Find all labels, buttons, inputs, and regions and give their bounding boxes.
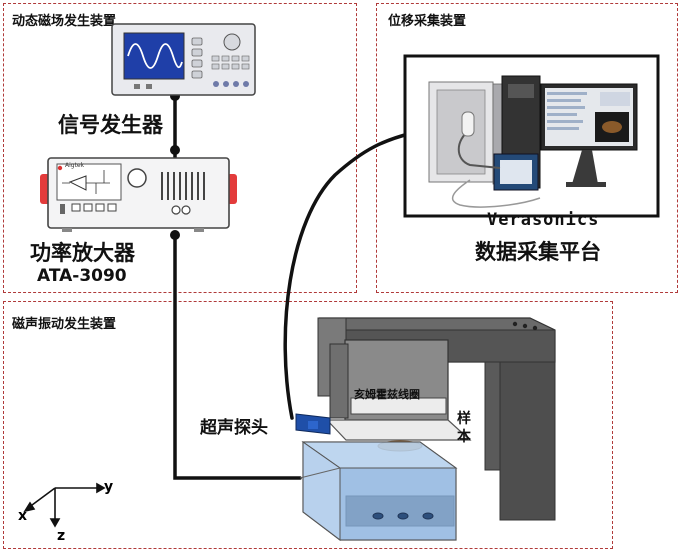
power-amplifier-model: ATA-3090: [37, 266, 127, 286]
data-platform-device: [403, 54, 660, 218]
probe-label: 超声探头: [200, 418, 268, 438]
region-displacement: [376, 3, 678, 293]
power-amplifier-device: [40, 157, 237, 232]
power-amplifier-label: 功率放大器: [30, 241, 135, 265]
region-dynamic-field: [3, 3, 357, 293]
sine-wave-icon: [127, 43, 183, 69]
axes-indicator: [23, 482, 106, 528]
signal-generator-label: 信号发生器: [58, 113, 163, 137]
ultrasound-probe: [295, 413, 331, 435]
region-label-displacement: 位移采集装置: [388, 14, 467, 29]
region-magnetoacoustic: [3, 301, 613, 549]
signal-generator-device: [111, 23, 256, 96]
amplifier-brand-logo: Aigtek: [65, 162, 85, 169]
platform-name: Verasonics: [487, 210, 600, 230]
cable-probe-platform: [283, 131, 414, 420]
cable-amplifier-probe: [173, 233, 302, 480]
water-tank: [299, 441, 458, 542]
axis-label-x: x: [18, 508, 28, 524]
region-label-magnetoacoustic: 磁声振动发生装置: [12, 317, 117, 332]
coil-label: 亥姆霍兹线圈: [354, 388, 420, 401]
platform-label: 数据采集平台: [475, 240, 601, 264]
axis-label-y: y: [104, 479, 114, 495]
region-label-dynamic-field: 动态磁场发生装置: [12, 14, 117, 29]
axis-label-z: z: [57, 528, 66, 544]
sample-label: 样本: [457, 411, 471, 445]
